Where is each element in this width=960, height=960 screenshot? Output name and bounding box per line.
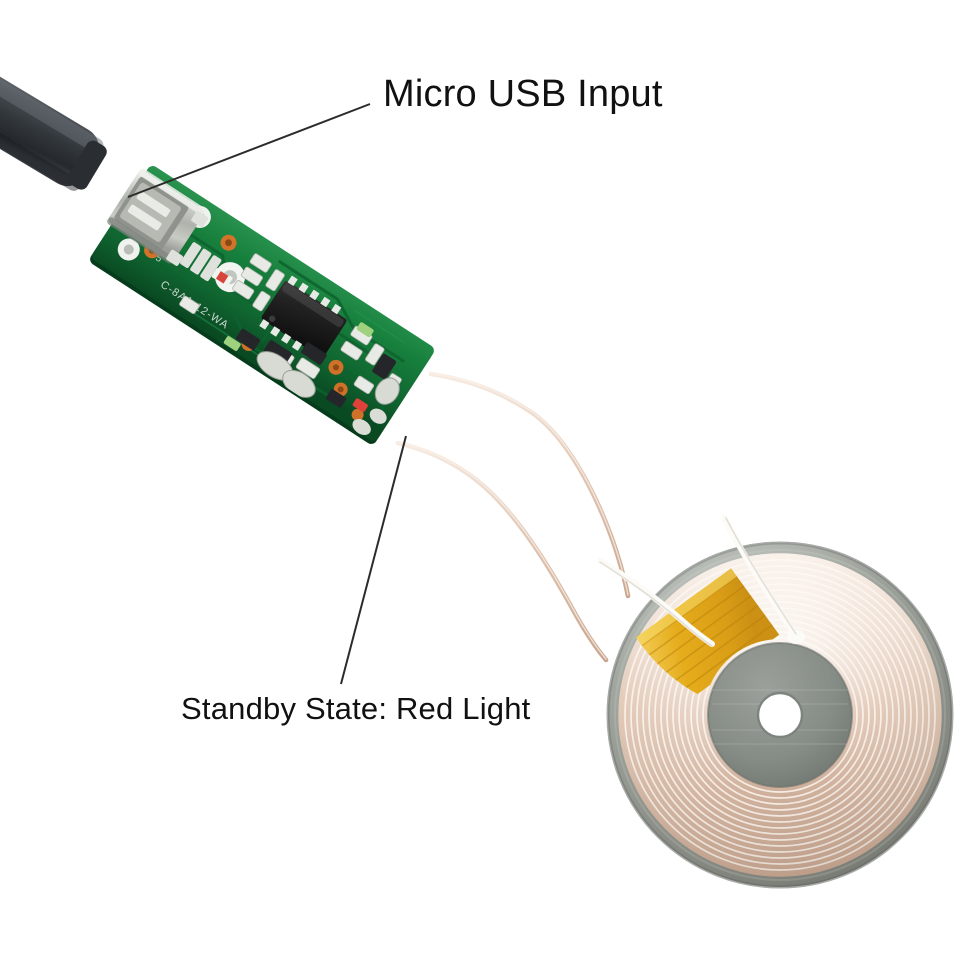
transmitter-coil: [606, 541, 954, 889]
label-standby-state: Standby State: Red Light: [181, 691, 531, 726]
usb-cable: [0, 49, 107, 191]
micro-usb-connector: [107, 168, 222, 282]
leader-line-micro-usb: [127, 103, 371, 198]
coil-lead-pair-shade: [599, 517, 797, 647]
leader-lines: [127, 103, 407, 685]
controller-ic: [259, 275, 347, 358]
kapton-tape: [635, 568, 780, 705]
label-micro-usb-input: Micro USB Input: [383, 73, 663, 115]
coil-solder-pads: [352, 408, 387, 435]
status-led: [211, 268, 368, 413]
circuit-board: +5 -5 C1 C-8A1-12-WA: [90, 166, 434, 444]
leader-line-standby: [340, 435, 407, 685]
coil-lead-pair: [597, 515, 797, 647]
coil-lead-wire-highlights: [397, 372, 629, 660]
